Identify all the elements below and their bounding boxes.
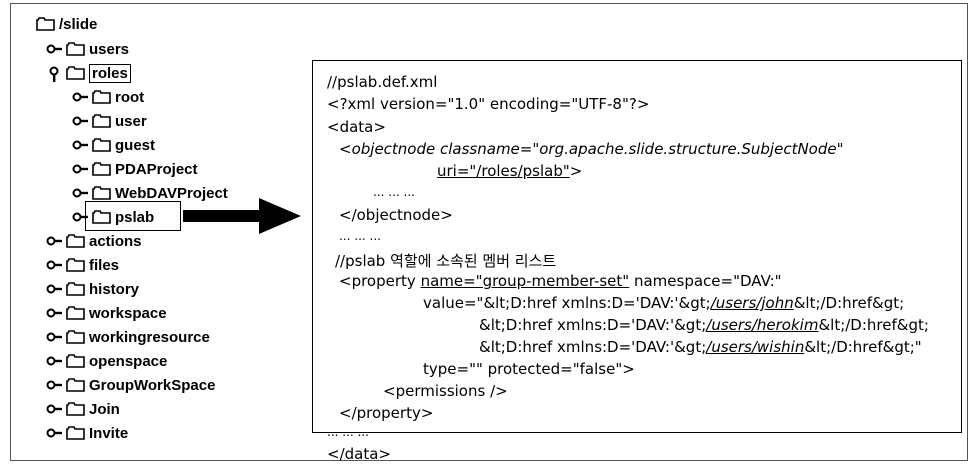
code-line: <property name="group-member-set" namesp… [339,272,782,290]
tree-item-users[interactable]: users [46,38,129,60]
collapsed-key-icon[interactable] [72,90,88,104]
code-line: &lt;D:href xmlns:D='DAV:'&gt;/users/hero… [479,316,929,334]
collapsed-key-icon[interactable] [46,42,62,56]
tree-item-label: PDAProject [115,160,198,178]
tree-item-label: GroupWorkSpace [89,376,216,394]
folder-icon [66,330,85,344]
tree-item-label: user [115,112,147,130]
code-line: </property> [339,404,434,422]
code-line: ... ... ... [327,425,369,439]
collapsed-key-icon[interactable] [46,258,62,272]
folder-icon [36,17,55,31]
folder-icon [92,114,111,128]
tree-item-label: pslab [115,208,155,226]
code-line: uri="/roles/pslab"> [437,162,583,180]
collapsed-key-icon[interactable] [72,138,88,152]
code-panel: //pslab.def.xml <?xml version="1.0" enco… [312,60,962,463]
tree-item-user[interactable]: user [72,110,147,132]
code-line: ... ... ... [373,185,415,199]
code-line: <objectnode classname="org.apache.slide.… [339,140,844,158]
tree-item-invite[interactable]: Invite [46,422,128,444]
tree-item-roles[interactable]: roles [46,62,131,84]
folder-icon [92,210,111,224]
tree-item-label: Invite [89,424,129,442]
collapsed-key-icon[interactable] [46,378,62,392]
arrow-icon [183,198,301,234]
tree-item-pslab[interactable]: pslab [72,206,154,228]
collapsed-key-icon[interactable] [46,282,62,296]
code-line: <permissions /> [383,382,508,400]
code-line: value="&lt;D:href xmlns:D='DAV:'&gt;/use… [423,294,905,312]
tree-item-pdaproject[interactable]: PDAProject [72,158,198,180]
tree-item-label: guest [115,136,156,154]
folder-icon [66,306,85,320]
tree-item-webdavproject[interactable]: WebDAVProject [72,182,228,204]
collapsed-key-icon[interactable] [46,306,62,320]
tree-item-groupworkspace[interactable]: GroupWorkSpace [46,374,215,396]
expanded-key-icon[interactable] [46,66,62,82]
tree-item-files[interactable]: files [46,254,119,276]
tree-item-openspace[interactable]: openspace [46,350,167,372]
tree-item-guest[interactable]: guest [72,134,155,156]
collapsed-key-icon[interactable] [46,234,62,248]
folder-icon [66,378,85,392]
collapsed-key-icon[interactable] [72,186,88,200]
folder-icon [66,354,85,368]
code-line: //pslab.def.xml [327,73,438,91]
code-line: </data> [327,445,391,463]
tree-item-history[interactable]: history [46,278,139,300]
tree-item-label: history [89,280,140,298]
tree-root-label: /slide [59,15,98,33]
collapsed-key-icon[interactable] [72,210,88,224]
code-line: //pslab 역할에 소속된 멤버 리스트 [335,252,557,270]
tree-item-actions[interactable]: actions [46,230,142,252]
tree-item-label: workspace [89,304,167,322]
code-line: </objectnode> [339,206,453,224]
folder-icon [66,402,85,416]
code-line: <data> [327,118,386,136]
folder-icon [66,42,85,56]
tree-item-workspace[interactable]: workspace [46,302,167,324]
collapsed-key-icon[interactable] [46,330,62,344]
tree-item-label: roles [89,63,131,83]
figure-frame [10,3,968,461]
folder-icon [66,282,85,296]
tree-item-root[interactable]: root [72,86,144,108]
collapsed-key-icon[interactable] [46,426,62,440]
tree-item-label: actions [89,232,142,250]
tree-item-label: openspace [89,352,168,370]
tree-item-label: Join [89,400,120,418]
collapsed-key-icon[interactable] [46,354,62,368]
collapsed-key-icon[interactable] [46,402,62,416]
tree-item-label: workingresource [89,328,210,346]
folder-icon [66,66,85,80]
code-line: <?xml version="1.0" encoding="UTF-8"?> [327,95,650,113]
tree-item-join[interactable]: Join [46,398,120,420]
code-line: type="" protected="false"> [423,360,635,378]
folder-icon [66,426,85,440]
selection-box [85,201,181,231]
folder-icon [92,138,111,152]
tree-item-label: root [115,88,145,106]
tree-item-label: files [89,256,120,274]
tree-item-workingresource[interactable]: workingresource [46,326,210,348]
folder-icon [66,258,85,272]
tree-item-label: users [89,40,130,58]
code-line: ... ... ... [339,229,381,243]
folder-icon [92,90,111,104]
tree-item-label: WebDAVProject [115,184,228,202]
collapsed-key-icon[interactable] [72,162,88,176]
tree-root[interactable]: /slide [36,13,97,35]
folder-icon [92,186,111,200]
collapsed-key-icon[interactable] [72,114,88,128]
folder-icon [66,234,85,248]
code-line: &lt;D:href xmlns:D='DAV:'&gt;/users/wish… [479,338,922,356]
folder-icon [92,162,111,176]
